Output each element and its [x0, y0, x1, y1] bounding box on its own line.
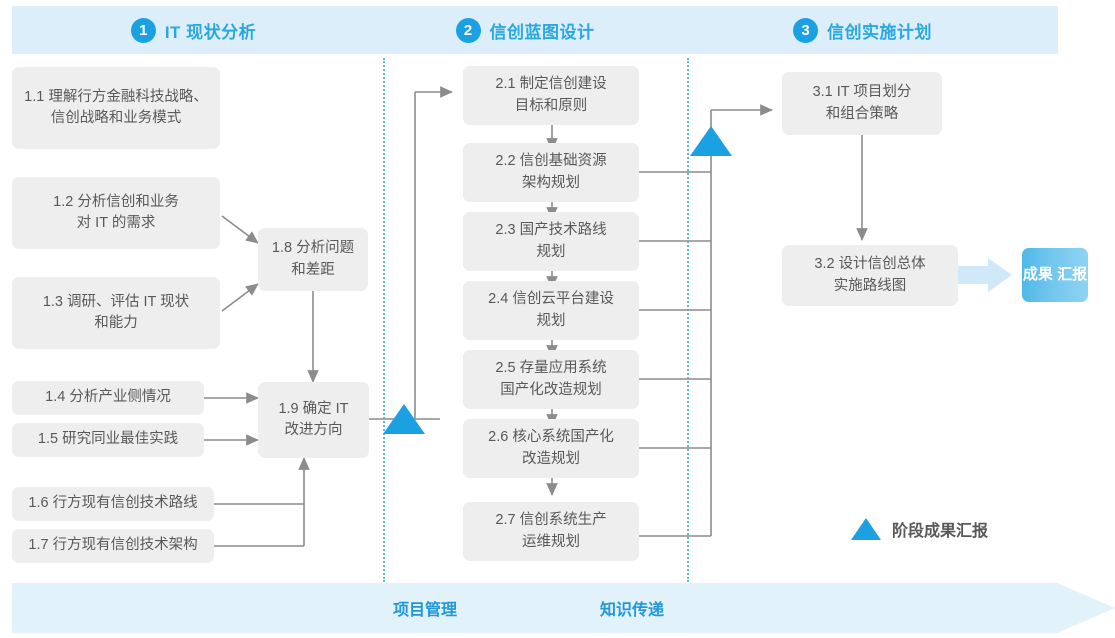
task-1-9-line-2: 改进方向 — [284, 422, 343, 438]
task-3-2-line-2: 实施路线图 — [833, 277, 907, 294]
phase-segment-2[interactable]: 2 信创蓝图设计 — [370, 6, 688, 54]
phase-segment-1[interactable]: 1 IT 现状分析 — [12, 6, 383, 54]
task-box-3-1[interactable]: 3.1 IT 项目划分 和组合策略 — [782, 72, 942, 135]
task-1-2-line-2: 对 IT 的需求 — [76, 215, 156, 231]
task-2-7-line-2: 运维规划 — [522, 533, 580, 550]
task-box-2-1[interactable]: 2.1 制定信创建设 目标和原则 — [463, 66, 639, 125]
task-1-5-line-1: 1.5 研究同业最佳实践 — [37, 431, 179, 448]
task-2-1-line-1: 2.1 制定信创建设 — [495, 76, 607, 93]
task-1-9-line-1: 1.9 确定 IT — [278, 400, 349, 417]
task-2-6-line-2: 改造规划 — [522, 450, 580, 467]
bottom-label-project-management: 项目管理 — [393, 602, 458, 619]
task-box-1-9[interactable]: 1.9 确定 IT 改进方向 — [258, 382, 369, 458]
task-box-2-2[interactable]: 2.2 信创基础资源 架构规划 — [463, 143, 639, 202]
task-1-1-line-1: 1.1 理解行方金融科技战略、 — [24, 88, 208, 105]
task-box-2-3[interactable]: 2.3 国产技术路线 规划 — [463, 212, 639, 271]
task-box-2-6[interactable]: 2.6 核心系统国产化 改造规划 — [463, 419, 639, 478]
bottom-band-body — [12, 583, 1057, 633]
task-box-2-4[interactable]: 2.4 信创云平台建设 规划 — [463, 281, 639, 340]
task-1-1-line-2: 信创战略和业务模式 — [50, 110, 182, 126]
milestone-triangle-phase2 — [690, 126, 732, 156]
task-box-3-2[interactable]: 3.2 设计信创总体 实施路线图 — [782, 245, 958, 306]
milestone-triangle-phase1 — [383, 404, 425, 434]
task-2-3-line-2: 规划 — [536, 243, 566, 260]
triangle-up-icon — [851, 518, 881, 540]
task-box-1-2[interactable]: 1.2 分析信创和业务 对 IT 的需求 — [12, 177, 220, 249]
task-2-6-line-1: 2.6 核心系统国产化 — [488, 429, 614, 446]
bottom-process-band: 项目管理 知识传递 — [12, 583, 1115, 633]
phase-divider-2-3 — [687, 58, 689, 582]
result-arrow-icon — [958, 258, 1012, 292]
result-line-2: 汇报 — [1057, 265, 1088, 283]
bottom-label-knowledge-transfer: 知识传递 — [600, 602, 665, 619]
task-1-7-line-1: 1.7 行方现有信创技术架构 — [28, 537, 198, 554]
task-box-1-6[interactable]: 1.6 行方现有信创技术路线 — [12, 487, 214, 521]
task-1-6-line-1: 1.6 行方现有信创技术路线 — [28, 495, 198, 512]
task-1-3-line-2: 和能力 — [94, 315, 138, 331]
task-1-3-line-1: 1.3 调研、评估 IT 现状 — [42, 293, 190, 310]
phase-label-3: 信创实施计划 — [827, 22, 932, 42]
task-box-1-4[interactable]: 1.4 分析产业侧情况 — [12, 381, 204, 415]
task-1-8-line-2: 和差距 — [291, 261, 335, 278]
task-box-1-1[interactable]: 1.1 理解行方金融科技战略、 信创战略和业务模式 — [12, 67, 220, 149]
task-3-1-line-2: 和组合策略 — [825, 105, 899, 122]
task-2-4-line-1: 2.4 信创云平台建设 — [488, 291, 614, 308]
task-3-1-line-1: 3.1 IT 项目划分 — [812, 84, 912, 101]
phase-label-1: IT 现状分析 — [164, 22, 257, 42]
phase-number-2: 2 — [455, 17, 481, 43]
legend-label: 阶段成果汇报 — [892, 523, 989, 540]
task-1-2-line-1: 1.2 分析信创和业务 — [53, 193, 179, 210]
task-2-3-line-1: 2.3 国产技术路线 — [495, 222, 607, 239]
result-line-1: 成果 — [1022, 265, 1053, 283]
task-box-2-5[interactable]: 2.5 存量应用系统 国产化改造规划 — [463, 350, 639, 409]
task-box-1-8[interactable]: 1.8 分析问题 和差距 — [258, 228, 368, 291]
task-2-1-line-2: 目标和原则 — [514, 97, 588, 114]
phase-divider-1-2 — [383, 58, 385, 582]
task-box-2-7[interactable]: 2.7 信创系统生产 运维规划 — [463, 502, 639, 561]
task-2-5-line-1: 2.5 存量应用系统 — [495, 360, 607, 377]
phase-label-2: 信创蓝图设计 — [489, 22, 595, 42]
task-2-4-line-2: 规划 — [536, 312, 566, 329]
legend: 阶段成果汇报 — [851, 517, 988, 541]
phase-header-band: 1 IT 现状分析 2 信创蓝图设计 3 信创实施计划 — [0, 6, 1115, 54]
task-2-2-line-2: 架构规划 — [522, 174, 580, 191]
phase-number-3: 3 — [793, 17, 818, 43]
task-box-1-7[interactable]: 1.7 行方现有信创技术架构 — [12, 529, 214, 563]
task-1-8-line-1: 1.8 分析问题 — [271, 240, 355, 257]
task-2-7-line-1: 2.7 信创系统生产 — [495, 512, 607, 529]
task-2-2-line-1: 2.2 信创基础资源 — [495, 153, 607, 170]
phase-segment-3[interactable]: 3 信创实施计划 — [675, 6, 1058, 54]
task-1-4-line-1: 1.4 分析产业侧情况 — [45, 389, 171, 406]
task-2-5-line-2: 国产化改造规划 — [500, 381, 602, 398]
task-box-1-5[interactable]: 1.5 研究同业最佳实践 — [12, 423, 204, 457]
phase-number-1: 1 — [130, 17, 156, 43]
task-box-1-3[interactable]: 1.3 调研、评估 IT 现状 和能力 — [12, 277, 220, 349]
result-report-box[interactable]: 成果 汇报 — [1022, 248, 1088, 302]
bottom-band-arrow-tip — [1057, 583, 1115, 633]
task-3-2-line-1: 3.2 设计信创总体 — [814, 256, 926, 273]
